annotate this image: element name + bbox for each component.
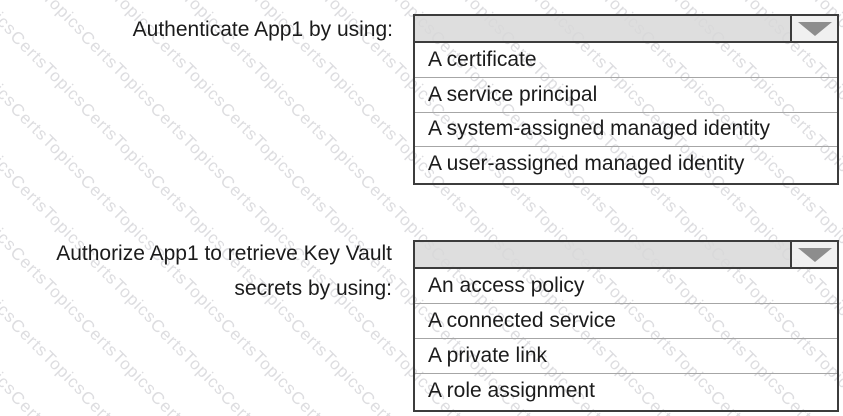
dropdown-1-select[interactable] [415, 16, 837, 43]
dropdown-2-arrow-button[interactable] [790, 242, 837, 267]
watermark-text: CertsTopics [76, 387, 161, 416]
question-2-label-line: secrets by using: [234, 277, 392, 300]
question-2-label: Authorize App1 to retrieve Key Vault sec… [0, 236, 392, 306]
dropdown-2-options-list: An access policy A connected service A p… [415, 269, 837, 408]
watermark-text: CertsTopics [216, 315, 301, 400]
dropdown-1-options-list: A certificate A service principal A syst… [415, 43, 837, 181]
watermark-text: CertsTopics [286, 387, 371, 416]
dropdown-option[interactable]: A certificate [415, 43, 837, 78]
dropdown-option[interactable]: An access policy [415, 269, 837, 304]
watermark-text: CertsTopics [6, 387, 91, 416]
watermark-text: CertsTopics [0, 99, 21, 184]
dropdown-option[interactable]: A connected service [415, 304, 837, 339]
watermark-text: CertsTopics [216, 387, 301, 416]
watermark-text: CertsTopics [0, 387, 21, 416]
watermark-text: CertsTopics [6, 99, 91, 184]
dropdown-2-select[interactable] [415, 242, 837, 269]
chevron-down-icon [797, 21, 832, 36]
question-1-label: Authenticate App1 by using: [0, 19, 393, 41]
dropdown-option[interactable]: A role assignment [428, 379, 595, 402]
dropdown-option[interactable]: A private link [415, 339, 837, 374]
dropdown-option[interactable]: A user-assigned managed identity [428, 152, 745, 176]
watermark-text: CertsTopics [286, 99, 371, 184]
watermark-text: CertsTopics [146, 387, 231, 416]
dropdown-1-selected-value [415, 16, 790, 41]
watermark-text: CertsTopics [216, 99, 301, 184]
dropdown-option[interactable]: A service principal [415, 78, 837, 113]
watermark-text: CertsTopics [76, 315, 161, 400]
watermark-text: CertsTopics [0, 315, 21, 400]
dropdown-1-arrow-button[interactable] [790, 16, 837, 41]
dropdown-2-selected-value [415, 242, 790, 267]
authenticate-dropdown: A certificate A service principal A syst… [413, 14, 839, 185]
authorize-dropdown: An access policy A connected service A p… [413, 240, 839, 412]
watermark-text: CertsTopics [76, 99, 161, 184]
watermark-text: CertsTopics [286, 315, 371, 400]
watermark-text: CertsTopics [6, 315, 91, 400]
watermark-text: CertsTopics [146, 315, 231, 400]
question-2-label-line: Authorize App1 to retrieve Key Vault [56, 242, 392, 265]
dropdown-option[interactable]: A system-assigned managed identity [415, 113, 837, 148]
question-1-label-line: Authenticate App1 by using: [132, 18, 393, 41]
watermark-text: CertsTopics [146, 99, 231, 184]
chevron-down-icon [797, 247, 832, 262]
